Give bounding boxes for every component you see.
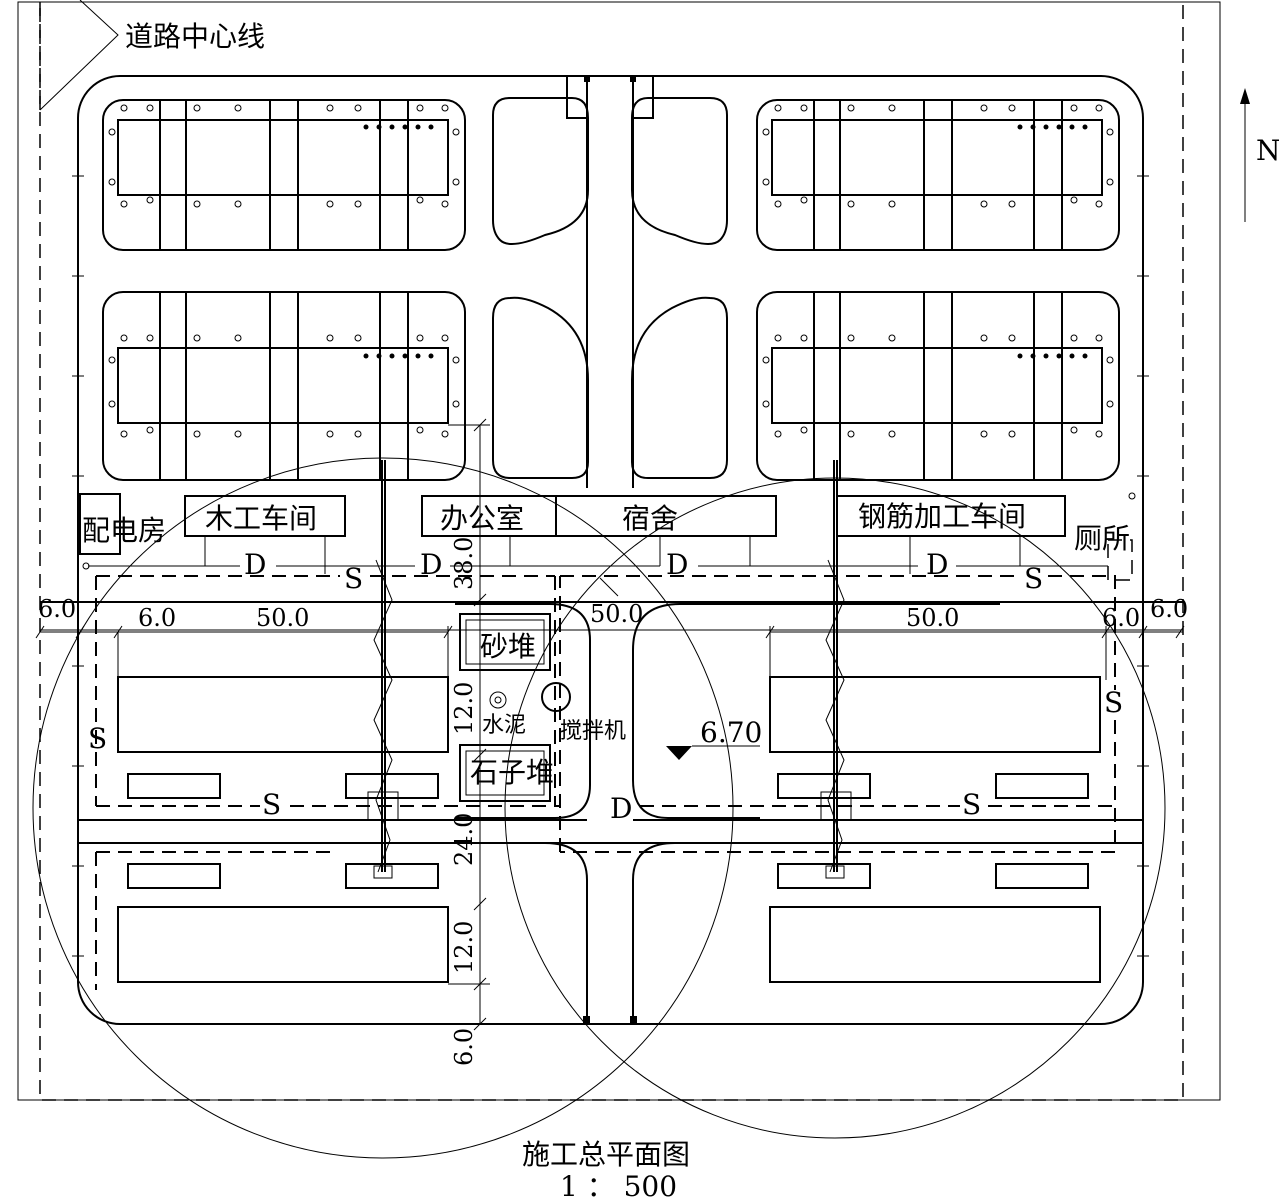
green-island-se (632, 603, 1000, 819)
shed-8 (995, 863, 1089, 889)
cement-label: 水泥 (482, 713, 526, 738)
shed-3 (127, 863, 221, 889)
mixer-label: 搅拌机 (560, 719, 626, 744)
lower-road-east (632, 842, 676, 1024)
tower-crane-east (504, 460, 1166, 1139)
column-markers (82, 104, 1136, 570)
dim-12-vertical-upper: 12.0 (450, 682, 478, 735)
dim-6-vertical: 6.0 (450, 1028, 478, 1066)
power-line-label-3: D (666, 548, 688, 581)
dim-38-vertical: 38.0 (450, 537, 478, 590)
cement-marker (489, 691, 507, 709)
water-line-label-3: S (88, 722, 107, 755)
dormitory-box (555, 495, 777, 537)
water-line-east (559, 575, 1116, 853)
power-line-label-5: D (610, 792, 632, 825)
power-line-label-2: D (420, 548, 442, 581)
dormitory-label: 宿舍 (622, 502, 678, 535)
north-label: N (1256, 134, 1279, 167)
dim-50-right: 50.0 (906, 604, 959, 632)
power-line-label-4: D (926, 548, 948, 581)
shed-6 (995, 773, 1089, 799)
building-block-ne-2 (756, 291, 1120, 481)
office-box (421, 495, 557, 537)
dim-6-right-outer: 6.0 (1150, 595, 1188, 623)
shed-2 (345, 773, 439, 799)
green-island-nw-bottom (492, 296, 589, 479)
water-line-label-1: S (344, 562, 363, 595)
road-centerline-label: 道路中心线 (125, 20, 265, 53)
toilet-label: 厕所 (1074, 522, 1130, 555)
water-line-lower (95, 851, 330, 990)
dim-50-left: 50.0 (256, 604, 309, 632)
water-line-top (95, 575, 560, 807)
mixer-marker (541, 682, 571, 712)
water-line-label-6: S (962, 788, 981, 821)
green-island-nw-top (492, 97, 589, 245)
power-room-box (79, 493, 121, 555)
road-centerline-leader (39, 0, 119, 111)
dim-24-vertical: 24.0 (450, 813, 478, 866)
shed-5 (777, 773, 871, 799)
water-line-label-2: S (1024, 562, 1043, 595)
carpentry-label: 木工车间 (205, 502, 317, 535)
elevation-marker (666, 746, 692, 760)
north-arrow: N (1240, 88, 1279, 222)
shed-1 (127, 773, 221, 799)
sand-pile-label: 砂堆 (480, 630, 536, 663)
material-yard (455, 603, 591, 819)
building-block-nw-2 (102, 291, 466, 481)
dim-6-left-inner: 6.0 (138, 604, 176, 632)
site-boundary (77, 75, 1144, 1025)
power-line-label-1: D (244, 548, 266, 581)
lower-road-west (544, 842, 588, 1024)
drawing-scale: 1 ： 500 (560, 1170, 677, 1199)
dim-50-center: 50.0 (590, 600, 643, 628)
shed-4 (345, 863, 439, 889)
drawing-title: 施工总平面图 (522, 1138, 690, 1171)
site-boundary-ticks (72, 175, 1149, 957)
water-line-label-5: S (262, 788, 281, 821)
office-label: 办公室 (440, 502, 524, 535)
power-room-label: 配电房 (82, 514, 166, 547)
green-island-ne-top (631, 97, 728, 245)
tower-crane-west (32, 457, 734, 1159)
building-block-ne-1 (756, 99, 1120, 251)
dim-6-left-outer: 6.0 (38, 595, 76, 623)
green-island-ne-bottom (631, 296, 728, 479)
toilet-box (1107, 539, 1133, 581)
shed-7 (777, 863, 871, 889)
building-block-nw-1 (102, 99, 466, 251)
dimension-lines (35, 418, 1185, 1031)
building-se-1 (769, 676, 1101, 753)
elevation-label: 6.70 (700, 716, 762, 749)
building-sw-2 (117, 906, 449, 983)
water-line-label-4: S (1104, 686, 1123, 719)
building-se-2 (769, 906, 1101, 983)
gravel-pile-label: 石子堆 (470, 756, 554, 789)
dim-12-vertical-lower: 12.0 (450, 921, 478, 974)
rebar-workshop-label: 钢筋加工车间 (858, 500, 1026, 533)
building-sw-1 (117, 676, 449, 753)
dim-6-right-inner: 6.0 (1102, 604, 1140, 632)
